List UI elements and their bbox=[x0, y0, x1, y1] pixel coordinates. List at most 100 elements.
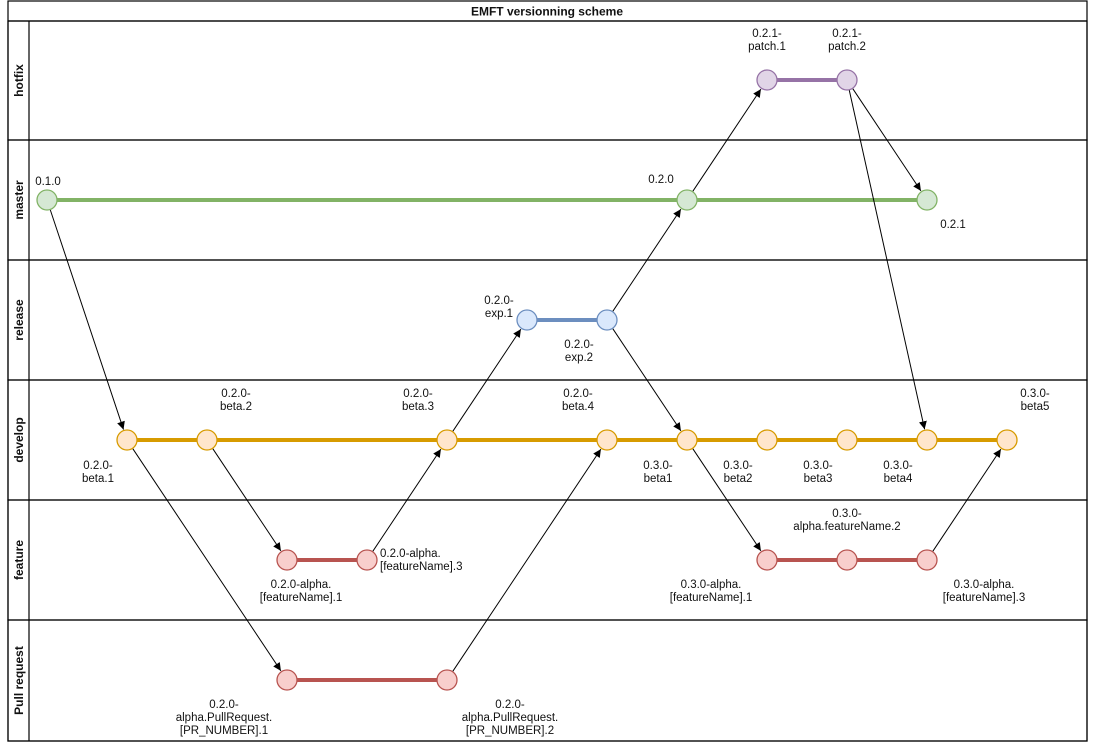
version-node-d5[interactable] bbox=[676, 429, 698, 451]
version-label-line: beta.1 bbox=[82, 473, 114, 485]
version-node-p1[interactable] bbox=[276, 669, 298, 691]
version-label-line: alpha.PullRequest. bbox=[462, 712, 559, 724]
version-label-line: [PR_NUMBER].1 bbox=[180, 725, 268, 737]
version-label-line: 0.3.0- bbox=[643, 460, 673, 472]
version-label-d2: 0.2.0-beta.2 bbox=[220, 388, 252, 413]
version-node-d7[interactable] bbox=[836, 429, 858, 451]
version-label-line: beta.2 bbox=[220, 401, 252, 413]
version-node-p2[interactable] bbox=[436, 669, 458, 691]
lane-label: feature bbox=[12, 540, 26, 580]
version-node-d1[interactable] bbox=[116, 429, 138, 451]
version-node-r1[interactable] bbox=[516, 309, 538, 331]
version-label-line: beta5 bbox=[1021, 401, 1050, 413]
version-label-line: patch.2 bbox=[828, 41, 866, 53]
version-label-r2: 0.2.0-exp.2 bbox=[564, 339, 594, 364]
version-label-d5: 0.3.0-beta1 bbox=[643, 460, 673, 485]
version-label-line: beta2 bbox=[724, 473, 753, 485]
version-label-d6: 0.3.0-beta2 bbox=[723, 460, 753, 485]
merge-arrow-m1-to-d1 bbox=[49, 209, 125, 430]
version-label-line: 0.2.0- bbox=[495, 699, 525, 711]
version-label-f5: 0.3.0-alpha.[featureName].3 bbox=[943, 579, 1025, 604]
version-label-line: exp.1 bbox=[485, 308, 513, 320]
version-node-f4[interactable] bbox=[836, 549, 858, 571]
version-label-line: 0.2.0- bbox=[221, 388, 251, 400]
version-label-line: beta.4 bbox=[562, 401, 595, 413]
version-label-line: 0.2.1- bbox=[752, 28, 782, 40]
version-label-line: 0.3.0- bbox=[723, 460, 753, 472]
version-node-r2[interactable] bbox=[596, 309, 618, 331]
merge-arrow-d2-to-f1 bbox=[212, 448, 282, 552]
merge-arrow-p2-to-d4 bbox=[452, 448, 602, 672]
version-label-line: alpha.PullRequest. bbox=[176, 712, 273, 724]
version-label-line: 0.2.0- bbox=[209, 699, 239, 711]
version-node-d8[interactable] bbox=[916, 429, 938, 451]
version-label-line: beta1 bbox=[644, 473, 673, 485]
version-nodes bbox=[36, 69, 1018, 691]
version-label-line: alpha.featureName.2 bbox=[793, 521, 900, 533]
version-node-h1[interactable] bbox=[756, 69, 778, 91]
version-label-line: beta3 bbox=[804, 473, 833, 485]
version-label-line: 0.2.0- bbox=[403, 388, 433, 400]
version-label-f1: 0.2.0-alpha.[featureName].1 bbox=[260, 579, 342, 604]
version-node-m1[interactable] bbox=[36, 189, 58, 211]
version-label-line: 0.2.0- bbox=[564, 339, 594, 351]
version-label-line: [PR_NUMBER].2 bbox=[466, 725, 554, 737]
lane-pull-request: Pull request bbox=[7, 619, 1088, 742]
version-node-f3[interactable] bbox=[756, 549, 778, 571]
merge-arrow-d3-to-r1 bbox=[452, 328, 522, 432]
version-label-line: 0.3.0- bbox=[832, 508, 862, 520]
merge-arrow-f2-to-d3 bbox=[372, 448, 442, 552]
version-label-line: 0.2.0 bbox=[648, 174, 674, 186]
version-label-r1: 0.2.0-exp.1 bbox=[484, 295, 514, 320]
version-label-line: 0.3.0- bbox=[1020, 388, 1050, 400]
version-label-d8: 0.3.0-beta4 bbox=[883, 460, 913, 485]
version-node-d2[interactable] bbox=[196, 429, 218, 451]
lane-label: develop bbox=[12, 417, 26, 462]
merge-arrow-d1-to-p1 bbox=[132, 448, 282, 672]
version-label-line: beta.3 bbox=[402, 401, 434, 413]
version-label-line: beta4 bbox=[884, 473, 913, 485]
version-label-m2: 0.2.0 bbox=[648, 174, 674, 186]
version-label-line: 0.3.0-alpha. bbox=[681, 579, 742, 591]
version-node-d4[interactable] bbox=[596, 429, 618, 451]
lane-label: hotfix bbox=[12, 64, 26, 97]
version-label-line: 0.2.0-alpha. bbox=[271, 579, 332, 591]
version-label-f3: 0.3.0-alpha.[featureName].1 bbox=[670, 579, 752, 604]
version-node-d3[interactable] bbox=[436, 429, 458, 451]
version-node-f1[interactable] bbox=[276, 549, 298, 571]
version-label-line: 0.2.0- bbox=[563, 388, 593, 400]
merge-arrow-r2-to-d5 bbox=[612, 328, 682, 432]
version-label-d4: 0.2.0-beta.4 bbox=[562, 388, 595, 413]
version-label-line: [featureName].3 bbox=[380, 561, 462, 573]
merge-arrow-h2-to-d8 bbox=[848, 89, 927, 430]
version-label-f4: 0.3.0-alpha.featureName.2 bbox=[793, 508, 900, 533]
version-node-m3[interactable] bbox=[916, 189, 938, 211]
version-label-h1: 0.2.1-patch.1 bbox=[748, 28, 786, 53]
version-label-f2: 0.2.0-alpha.[featureName].3 bbox=[380, 548, 462, 573]
version-node-d6[interactable] bbox=[756, 429, 778, 451]
version-label-line: 0.1.0 bbox=[35, 176, 61, 188]
version-label-d3: 0.2.0-beta.3 bbox=[402, 388, 434, 413]
version-label-d9: 0.3.0-beta5 bbox=[1020, 388, 1050, 413]
version-node-f2[interactable] bbox=[356, 549, 378, 571]
version-node-m2[interactable] bbox=[676, 189, 698, 211]
lane-label: Pull request bbox=[12, 646, 26, 715]
merge-arrow-h2-to-m3 bbox=[852, 88, 922, 192]
merge-arrows bbox=[49, 88, 1002, 672]
merge-arrow-d5-to-f3 bbox=[692, 448, 762, 552]
version-label-line: [featureName].1 bbox=[670, 592, 752, 604]
version-label-d1: 0.2.0-beta.1 bbox=[82, 460, 114, 485]
lane-label: master bbox=[12, 180, 26, 220]
version-label-h2: 0.2.1-patch.2 bbox=[828, 28, 866, 53]
version-label-line: 0.2.0- bbox=[83, 460, 113, 472]
merge-arrow-m2-to-h1 bbox=[692, 88, 762, 192]
version-label-line: 0.2.1- bbox=[832, 28, 862, 40]
version-node-h2[interactable] bbox=[836, 69, 858, 91]
version-label-line: 0.3.0- bbox=[803, 460, 833, 472]
version-label-line: patch.1 bbox=[748, 41, 786, 53]
version-node-f5[interactable] bbox=[916, 549, 938, 571]
version-label-p2: 0.2.0-alpha.PullRequest.[PR_NUMBER].2 bbox=[462, 699, 559, 737]
version-node-d9[interactable] bbox=[996, 429, 1018, 451]
